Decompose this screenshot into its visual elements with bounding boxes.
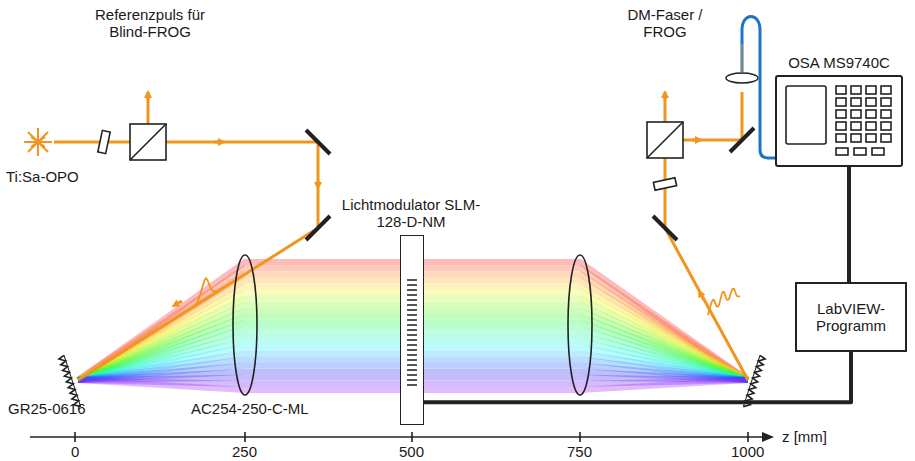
coupling-lens bbox=[726, 73, 758, 83]
beam-splitter bbox=[98, 122, 683, 190]
osa-device bbox=[786, 86, 891, 155]
fiber bbox=[742, 17, 776, 159]
lens bbox=[568, 255, 592, 395]
part-label: GR25-0616 bbox=[8, 400, 86, 417]
laser-source bbox=[24, 128, 52, 156]
cable bbox=[847, 167, 851, 282]
axis-number: 250 bbox=[232, 443, 257, 460]
light-modulator: Lichtmodulator SLM-128-D-NM bbox=[400, 235, 424, 425]
axis-label: z [mm] bbox=[782, 428, 827, 445]
lens bbox=[233, 255, 257, 395]
part-label: AC254-250-C-ML bbox=[191, 400, 309, 417]
node-label: OSA MS9740C bbox=[775, 54, 903, 71]
axis-number: 500 bbox=[399, 443, 424, 460]
cable bbox=[424, 352, 851, 402]
node-label: Lichtmodulator SLM-128-D-NM bbox=[336, 196, 486, 231]
beam-label: Referenzpuls für Blind-FROG bbox=[90, 6, 210, 41]
z-axis bbox=[30, 432, 772, 442]
osa-device: OSA MS9740C bbox=[775, 75, 903, 167]
mirror bbox=[306, 128, 754, 240]
axis-number: 0 bbox=[71, 443, 79, 460]
beam-label: DM-Faser / FROG bbox=[620, 6, 710, 41]
shaped-pulse bbox=[708, 289, 740, 315]
axis-number: 750 bbox=[567, 443, 592, 460]
axis-number: 1000 bbox=[731, 443, 764, 460]
node-label: LabVIEW-Programm bbox=[797, 294, 905, 341]
pulse-shape bbox=[196, 278, 216, 304]
source-label: Ti:Sa-OPO bbox=[6, 168, 79, 185]
software-box: LabVIEW-Programm bbox=[795, 282, 907, 352]
